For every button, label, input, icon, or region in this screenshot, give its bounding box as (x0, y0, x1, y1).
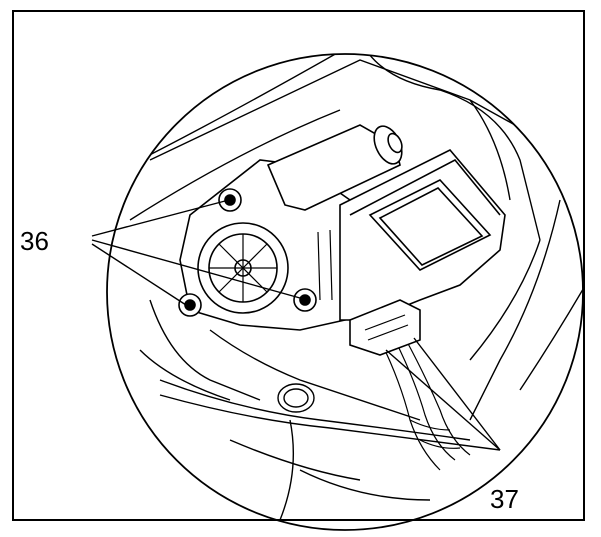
callout-36: 36 (20, 226, 49, 256)
figure-frame (12, 10, 585, 521)
motor-assembly (178, 124, 506, 356)
door-panel-lines (119, 54, 583, 521)
detail-circle (106, 53, 584, 531)
leader-lines (91, 200, 501, 451)
callout-37: 37 (490, 484, 519, 514)
